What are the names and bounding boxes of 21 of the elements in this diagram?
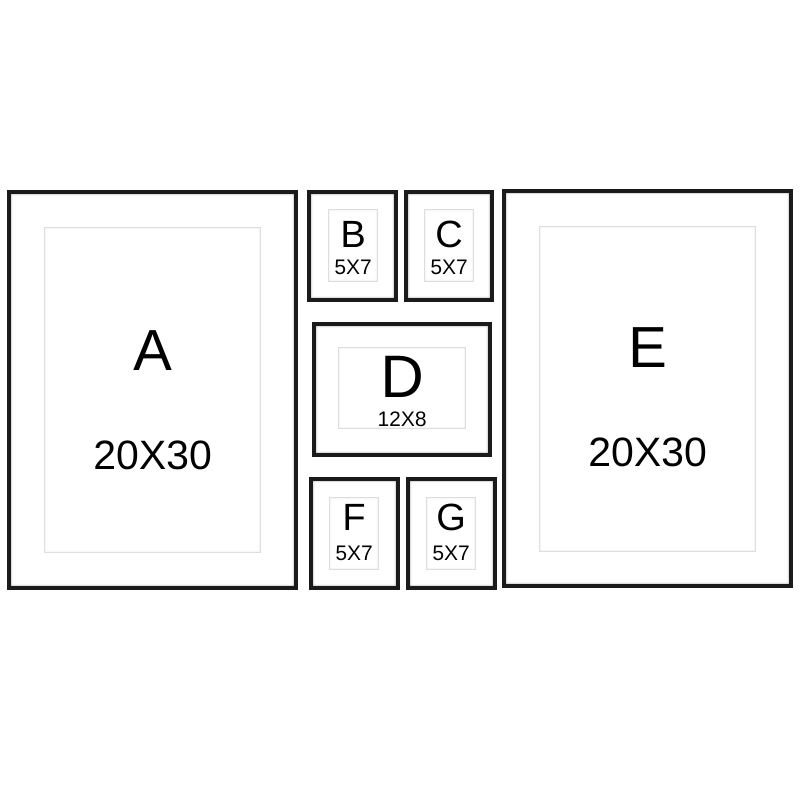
frame-size: 20X30 (93, 434, 212, 476)
frame-size: 12X8 (377, 408, 427, 430)
frame-size: 5X7 (430, 256, 468, 278)
frame-letter: E (628, 319, 667, 377)
frame-letter: F (342, 499, 366, 537)
frame-size: 5X7 (334, 256, 372, 278)
picture-frame (309, 477, 400, 590)
picture-frame (404, 190, 494, 302)
picture-frame (312, 322, 492, 457)
frame-letter: D (380, 347, 424, 407)
frame-size: 20X30 (588, 432, 707, 472)
frame-letter: A (133, 322, 172, 380)
frame-size: 5X7 (335, 542, 373, 564)
picture-frame (406, 477, 497, 590)
picture-frame (7, 190, 298, 590)
frame-size: 5X7 (432, 542, 470, 564)
picture-frame (307, 190, 398, 302)
frame-letter: B (340, 216, 366, 254)
picture-frame (502, 189, 793, 588)
frame-letter: G (436, 499, 466, 537)
frame-letter: C (435, 216, 463, 254)
